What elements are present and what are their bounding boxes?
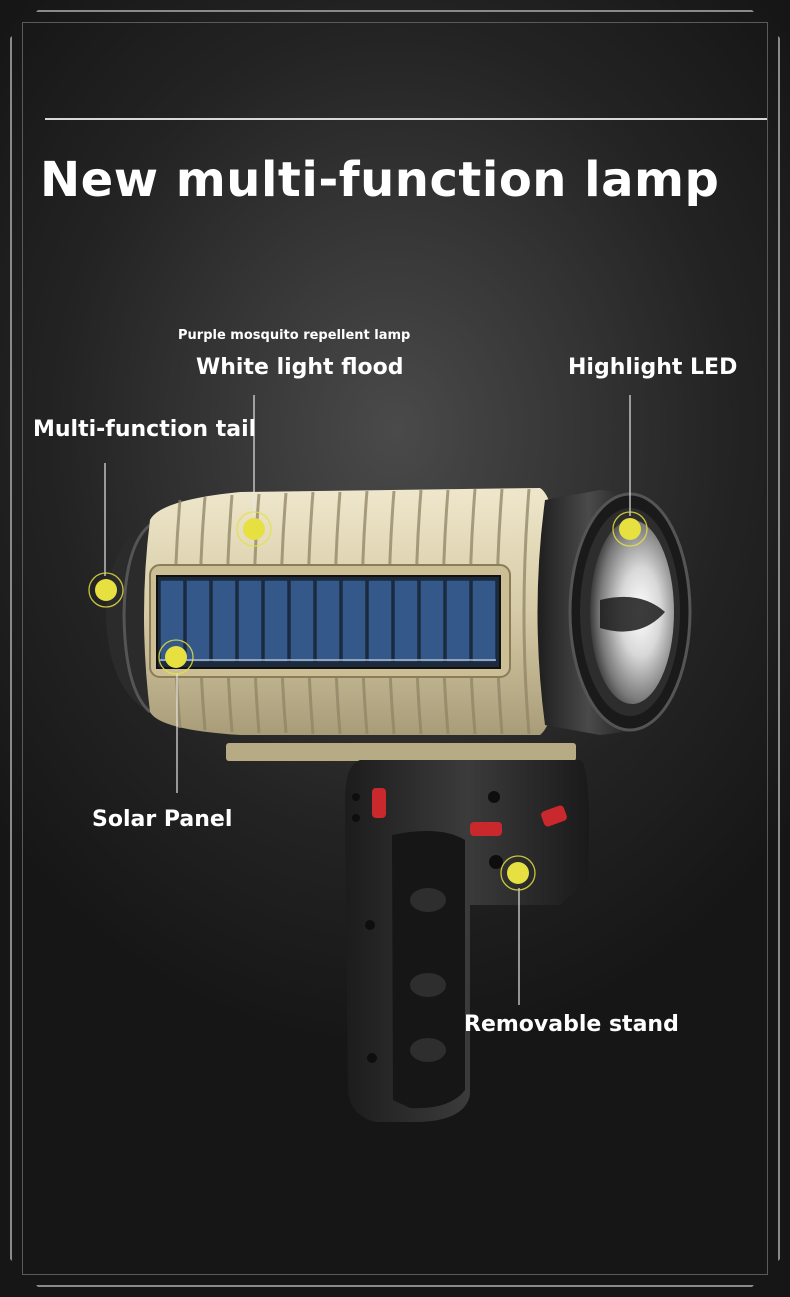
decorative-frame: [10, 10, 780, 1287]
marker-highlight-led: [612, 511, 648, 547]
mounting-rail: [226, 743, 576, 761]
label-purple-mosquito-lamp: Purple mosquito repellent lamp: [178, 328, 411, 343]
label-removable-stand: Removable stand: [464, 1012, 679, 1037]
top-divider: [45, 118, 767, 120]
lamp-handle: [345, 760, 589, 1122]
marker-solar-panel: [158, 639, 194, 675]
marker-white-light-flood: [236, 511, 272, 547]
lamp-head: [537, 490, 692, 735]
red-button-center: [470, 822, 502, 836]
label-multi-function-tail: Multi-function tail: [33, 417, 257, 442]
callout-markers: [88, 511, 648, 891]
label-highlight-led: Highlight LED: [568, 355, 738, 380]
marker-removable-stand: [500, 855, 536, 891]
callout-lines: [104, 395, 631, 1005]
decorative-inner-frame: [22, 22, 768, 1275]
marker-multi-function-tail: [88, 572, 124, 608]
page-title: New multi-function lamp: [40, 152, 720, 208]
solar-panel-graphic: [156, 575, 501, 669]
label-white-light-flood: White light flood: [196, 355, 404, 380]
label-solar-panel: Solar Panel: [92, 807, 233, 832]
red-button-left: [372, 788, 386, 818]
red-button-right: [541, 805, 567, 827]
